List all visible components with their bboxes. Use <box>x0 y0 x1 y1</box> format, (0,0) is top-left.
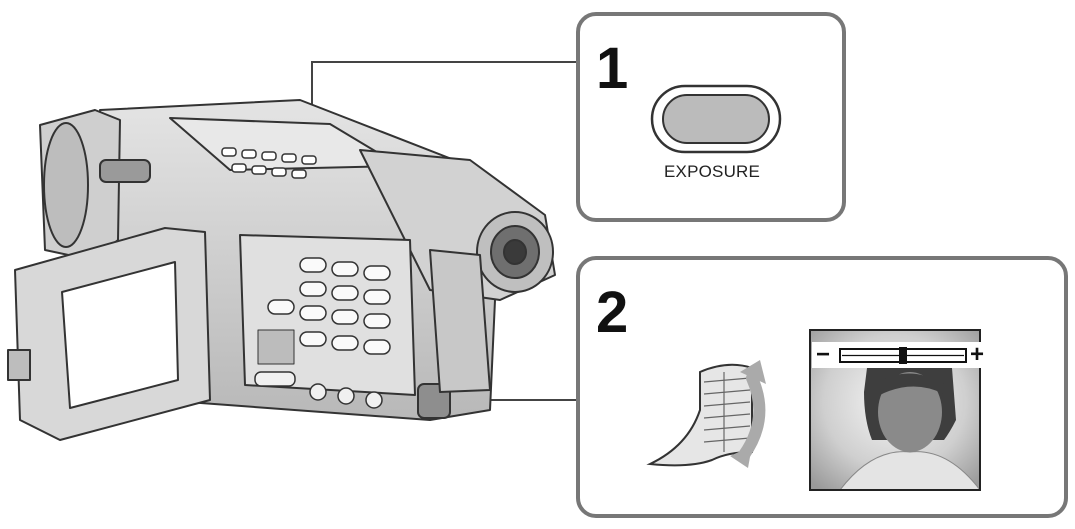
exposure-button-label: EXPOSURE <box>664 162 761 181</box>
rotate-arrow-icon <box>730 360 766 468</box>
camcorder-icon <box>7 99 556 441</box>
step-1-number: 1 <box>596 36 629 101</box>
step-2-number: 2 <box>596 280 629 345</box>
viewfinder-frame <box>809 329 981 491</box>
exposure-indicator-level <box>899 347 907 364</box>
exposure-plus-sign: + <box>970 341 985 368</box>
control-dial-icon <box>646 363 753 467</box>
exposure-minus-sign: − <box>816 341 831 368</box>
exposure-button-icon <box>650 84 782 154</box>
